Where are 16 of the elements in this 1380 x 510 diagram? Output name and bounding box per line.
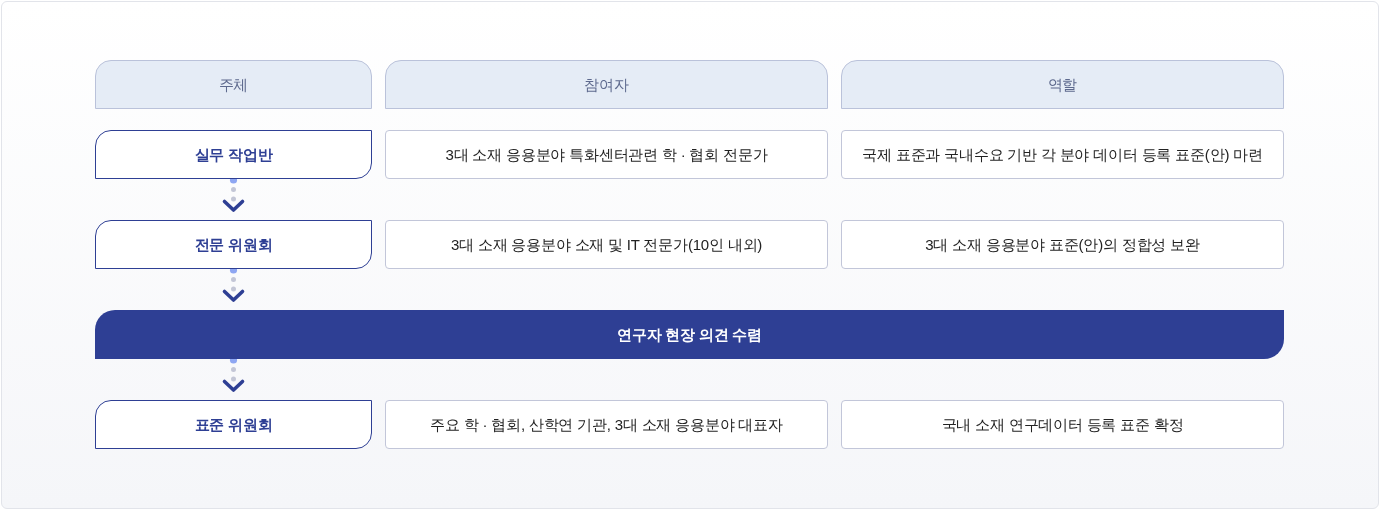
arrow xyxy=(222,176,245,212)
text-box: 주요 학 · 협회, 산학연 기관, 3대 소재 응용분야 대표자 xyxy=(385,400,828,449)
process-box: 전문 위원회 xyxy=(95,220,372,269)
text-box: 3대 소재 응용분야 표준(안)의 정합성 보완 xyxy=(841,220,1284,269)
text-box: 3대 소재 응용분야 소재 및 IT 전문가(10인 내외) xyxy=(385,220,828,269)
arrow xyxy=(222,356,245,392)
column-header: 참여자 xyxy=(385,60,828,109)
process-box: 표준 위원회 xyxy=(95,400,372,449)
text-box: 3대 소재 응용분야 특화센터관련 학 · 협회 전문가 xyxy=(385,130,828,179)
text-box: 국내 소재 연구데이터 등록 표준 확정 xyxy=(841,400,1284,449)
banner-bar: 연구자 현장 의견 수렴 xyxy=(95,310,1284,359)
text-box: 국제 표준과 국내수요 기반 각 분야 데이터 등록 표준(안) 마련 xyxy=(841,130,1284,179)
process-box: 실무 작업반 xyxy=(95,130,372,179)
arrow xyxy=(222,266,245,302)
column-header: 역할 xyxy=(841,60,1284,109)
column-header: 주체 xyxy=(95,60,372,109)
